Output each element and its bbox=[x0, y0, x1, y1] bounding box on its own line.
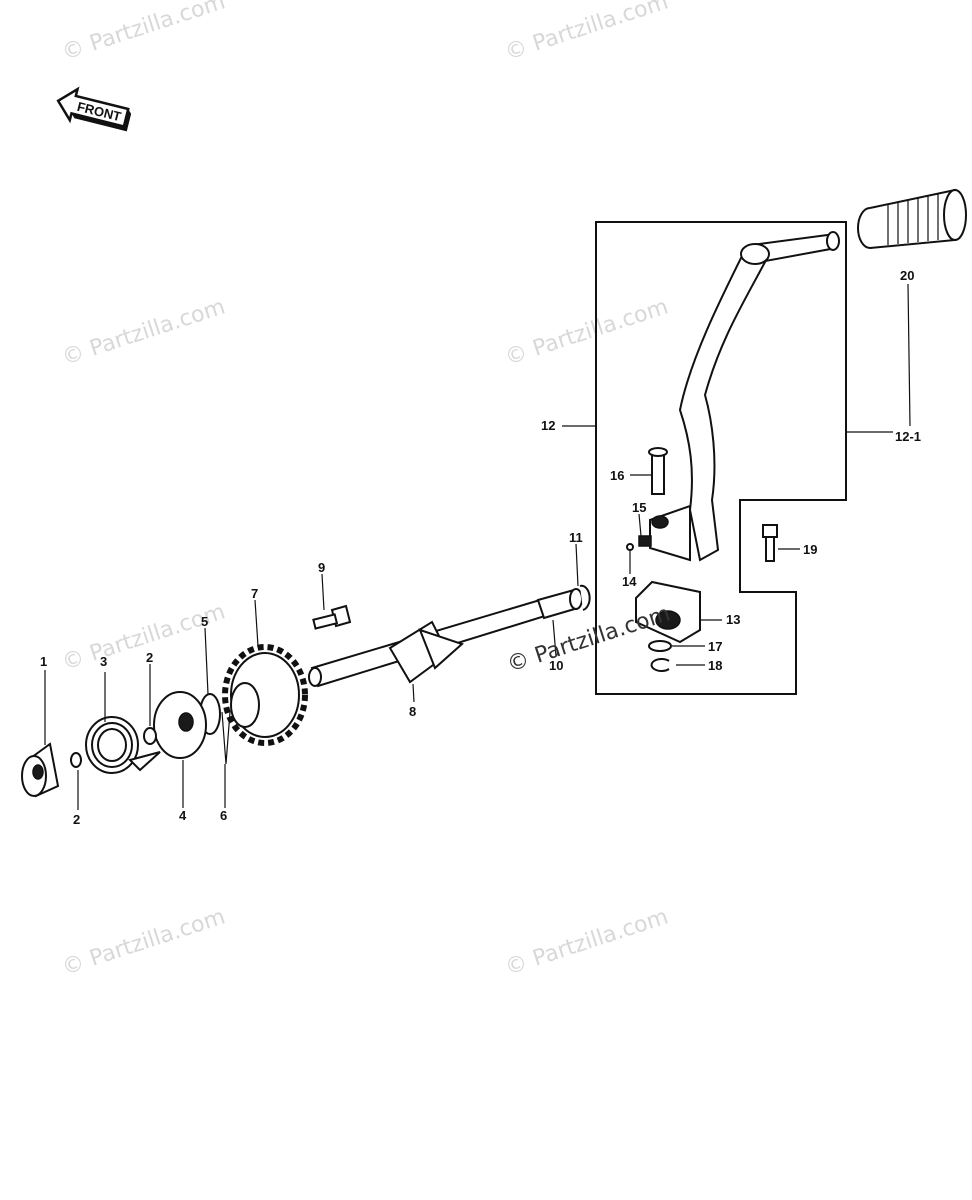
label-12-1: 12-1 bbox=[895, 429, 921, 444]
label-10: 10 bbox=[549, 658, 563, 673]
label-12: 12 bbox=[541, 418, 555, 433]
front-arrow-icon: FRONT bbox=[56, 86, 132, 132]
part-labels: 1 3 2 2 4 5 6 7 8 9 10 11 12 12-1 13 14 … bbox=[40, 268, 921, 827]
watermark: © Partzilla.com bbox=[502, 294, 671, 370]
watermarks: © Partzilla.com © Partzilla.com © Partzi… bbox=[59, 0, 671, 981]
label-19: 19 bbox=[803, 542, 817, 557]
watermark: © Partzilla.com bbox=[502, 0, 671, 66]
spring-guide bbox=[21, 742, 60, 798]
watermark: © Partzilla.com bbox=[59, 294, 228, 370]
label-11: 11 bbox=[569, 530, 583, 545]
label-13: 13 bbox=[726, 612, 740, 627]
circlip bbox=[579, 584, 591, 611]
watermark: © Partzilla.com bbox=[59, 599, 228, 675]
kick-gear bbox=[222, 644, 308, 746]
label-1: 1 bbox=[40, 654, 47, 669]
bolt bbox=[312, 604, 352, 630]
watermark: © Partzilla.com bbox=[59, 0, 228, 66]
pedal-boss bbox=[635, 580, 701, 644]
kick-shaft bbox=[308, 598, 547, 688]
label-9: 9 bbox=[318, 560, 325, 575]
collar bbox=[536, 588, 583, 620]
label-17: 17 bbox=[708, 639, 722, 654]
label-2: 2 bbox=[73, 812, 80, 827]
kick-spring bbox=[85, 716, 161, 774]
washer bbox=[648, 640, 672, 652]
leader-lines bbox=[44, 283, 911, 810]
label-2: 2 bbox=[146, 650, 153, 665]
label-15: 15 bbox=[632, 500, 646, 515]
spring-ball bbox=[626, 535, 652, 551]
watermark: © Partzilla.com bbox=[59, 904, 228, 980]
grip-rubber bbox=[857, 188, 967, 249]
pin bbox=[648, 447, 668, 495]
assembly-outline bbox=[595, 221, 847, 695]
bolt bbox=[762, 524, 778, 562]
washer bbox=[70, 752, 82, 768]
label-18: 18 bbox=[708, 658, 722, 673]
circlip bbox=[650, 658, 670, 672]
label-3: 3 bbox=[100, 654, 107, 669]
label-4: 4 bbox=[179, 808, 187, 823]
label-5: 5 bbox=[201, 614, 208, 629]
pin bbox=[221, 711, 231, 765]
label-20: 20 bbox=[900, 268, 914, 283]
label-8: 8 bbox=[409, 704, 416, 719]
kick-pedal-lever bbox=[649, 231, 840, 562]
washer bbox=[143, 727, 157, 745]
watermark: © Partzilla.com bbox=[502, 904, 671, 980]
label-16: 16 bbox=[610, 468, 624, 483]
spring-holder bbox=[153, 691, 207, 759]
label-7: 7 bbox=[251, 586, 258, 601]
label-6: 6 bbox=[220, 808, 227, 823]
label-14: 14 bbox=[622, 574, 637, 589]
